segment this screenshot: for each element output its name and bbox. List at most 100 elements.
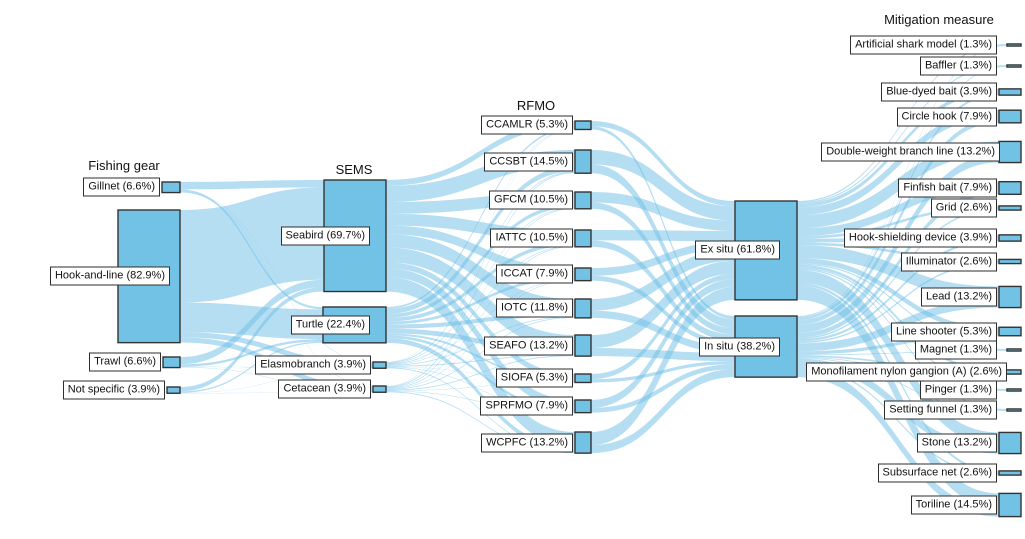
flow-ribbon xyxy=(180,341,323,393)
flow-ribbon xyxy=(386,276,575,447)
flow-ribbon xyxy=(386,276,575,325)
node-label-lead: Lead (13.2%) xyxy=(920,287,997,307)
node-label-blue-dyed-bait: Blue-dyed bait (3.9%) xyxy=(881,82,997,102)
flow-ribbon xyxy=(386,335,575,412)
node-iotc xyxy=(574,298,592,319)
flow-ribbon xyxy=(591,126,735,320)
flow-ribbon xyxy=(797,117,999,325)
flow-ribbon xyxy=(386,279,575,366)
node-not-specific xyxy=(166,386,181,394)
node-illuminator xyxy=(998,258,1022,265)
node-toriline xyxy=(998,492,1022,518)
node-baffler xyxy=(1006,64,1022,68)
node-sprfmo xyxy=(574,399,592,414)
flow-ribbon xyxy=(797,238,999,342)
flow-ribbon xyxy=(797,269,999,446)
flow-ribbon xyxy=(386,246,575,389)
column-header-sems: SEMS xyxy=(335,162,373,177)
flow-ribbon xyxy=(591,240,735,341)
flow-ribbon xyxy=(591,364,735,413)
flow-ribbon xyxy=(797,368,999,517)
flow-ribbon xyxy=(797,92,999,320)
flow-ribbon xyxy=(180,332,373,368)
flow-ribbon xyxy=(386,129,575,387)
node-label-siofa: SIOFA (5.3%) xyxy=(495,368,573,388)
node-label-hook-and-line: Hook-and-line (82.9%) xyxy=(49,266,170,286)
flow-ribbon xyxy=(386,317,575,390)
flow-ribbon xyxy=(591,150,735,221)
flow-ribbon xyxy=(797,189,999,338)
flow-ribbon xyxy=(386,172,575,388)
flow-ribbon xyxy=(386,225,575,277)
flow-ribbon xyxy=(180,180,324,190)
node-label-baffler: Baffler (1.3%) xyxy=(919,56,997,76)
node-label-hook-shielding-device: Hook-shielding device (3.9%) xyxy=(843,228,997,248)
node-label-magnet: Magnet (1.3%) xyxy=(914,340,997,360)
node-label-iccat: ICCAT (7.9%) xyxy=(495,264,573,284)
node-setting-funnel xyxy=(1006,408,1022,412)
node-subsurface-net xyxy=(998,470,1022,476)
node-gfcm xyxy=(574,191,592,210)
node-label-illuminator: Illuminator (2.6%) xyxy=(900,252,997,271)
flow-ribbon xyxy=(797,264,999,373)
flow-ribbon xyxy=(386,121,575,186)
node-gillnet xyxy=(161,181,181,194)
flow-ribbon xyxy=(591,286,735,446)
node-stone xyxy=(998,431,1022,455)
node-label-stone: Stone (13.2%) xyxy=(916,433,997,453)
flow-ribbon xyxy=(797,64,1007,204)
flow-ribbon xyxy=(386,268,575,409)
flow-ribbon xyxy=(797,285,999,508)
flow-ribbon xyxy=(386,241,575,322)
node-label-in-situ: In situ (38.2%) xyxy=(699,337,780,357)
node-label-finfish-bait: Finfish bait (7.9%) xyxy=(898,178,997,198)
node-label-double-weight-branch-line: Double-weight branch line (13.2%) xyxy=(821,142,1000,162)
flow-ribbon xyxy=(797,350,1007,356)
flow-ribbon xyxy=(797,357,1007,412)
flow-ribbon xyxy=(386,203,575,318)
node-elasmobranch xyxy=(372,361,387,369)
flow-ribbon xyxy=(386,333,575,382)
flow-ribbon xyxy=(386,234,575,313)
flow-ribbon xyxy=(386,382,575,391)
node-label-artificial-shark-model: Artificial shark model (1.3%) xyxy=(850,35,997,55)
flow-ribbon xyxy=(180,367,373,392)
node-label-iattc: IATTC (10.5%) xyxy=(490,228,573,248)
flow-ribbon xyxy=(386,355,575,391)
node-label-ex-situ: Ex situ (61.8%) xyxy=(695,240,780,260)
flow-ribbon xyxy=(591,121,735,207)
flow-ribbon xyxy=(591,369,735,454)
node-label-pinger: Pinger (1.3%) xyxy=(919,380,997,400)
flow-ribbon xyxy=(386,247,575,350)
flow-ribbon xyxy=(386,316,575,366)
node-hook-shielding-device xyxy=(998,234,1022,242)
node-label-trawl: Trawl (6.6%) xyxy=(89,352,161,372)
flow-ribbon xyxy=(386,338,575,452)
flow-ribbon xyxy=(591,230,735,242)
node-line-shooter xyxy=(998,326,1022,337)
flow-ribbon xyxy=(797,208,999,340)
flow-ribbon xyxy=(180,287,324,392)
node-label-cetacean: Cetacean (3.9%) xyxy=(278,379,371,399)
node-label-seabird: Seabird (69.7%) xyxy=(280,226,370,246)
flow-ribbon xyxy=(797,261,999,344)
node-siofa xyxy=(574,373,592,384)
flow-ribbon xyxy=(386,171,575,364)
node-label-ccsbt: CCSBT (14.5%) xyxy=(484,152,573,172)
node-label-circle-hook: Circle hook (7.9%) xyxy=(896,107,997,126)
flow-ribbon xyxy=(797,332,999,355)
node-label-grid: Grid (2.6%) xyxy=(930,198,997,218)
node-pinger xyxy=(1006,388,1022,392)
flow-ribbon xyxy=(591,348,735,362)
node-label-line-shooter: Line shooter (5.3%) xyxy=(891,322,997,341)
flow-ribbon xyxy=(180,339,323,367)
flow-ribbon xyxy=(180,187,324,303)
flow-ribbon xyxy=(180,279,324,365)
flow-ribbon xyxy=(386,208,575,388)
node-wcpfc xyxy=(574,431,592,454)
flow-ribbon xyxy=(591,202,735,335)
flow-ribbon xyxy=(386,280,575,390)
flow-ribbon xyxy=(386,207,575,364)
flow-ribbon xyxy=(180,192,373,387)
